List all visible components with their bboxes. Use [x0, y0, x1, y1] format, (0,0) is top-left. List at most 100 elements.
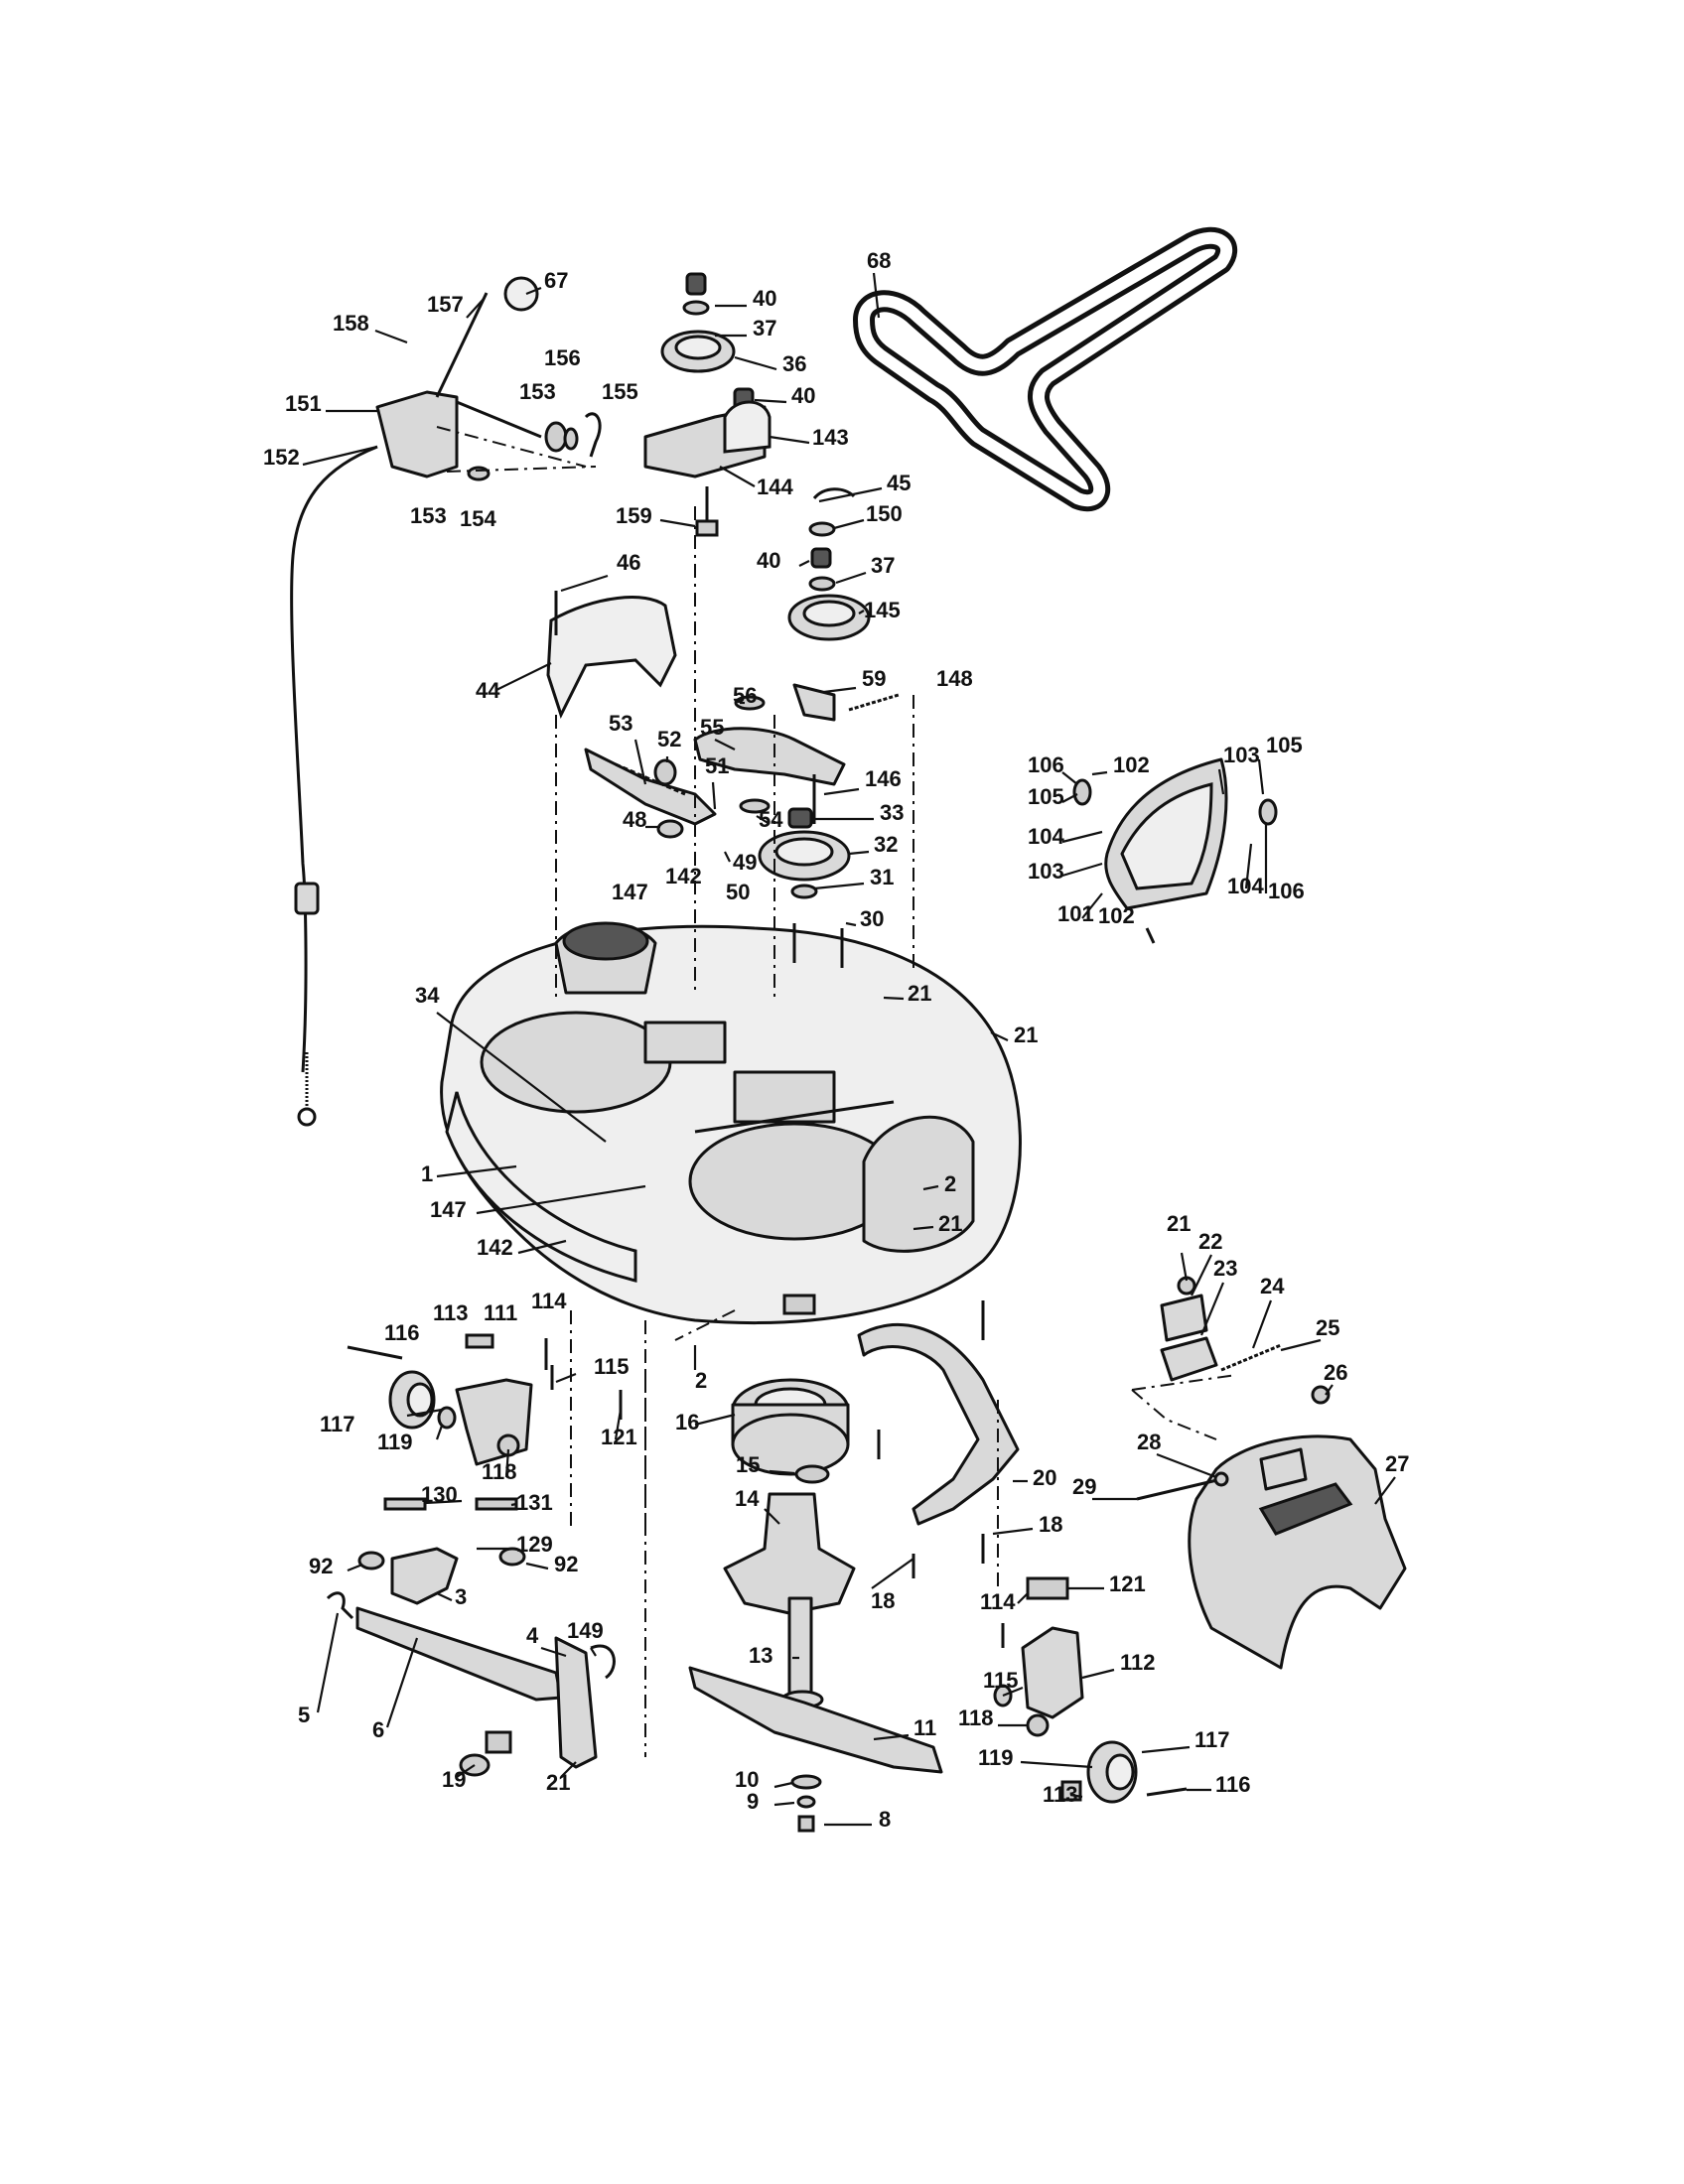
part-callout-116: 116 [384, 1320, 420, 1345]
part-callout-68: 68 [867, 248, 891, 273]
part-callout-158: 158 [333, 311, 369, 336]
part-callout-18: 18 [1039, 1512, 1062, 1537]
part-callout-130: 130 [421, 1482, 458, 1507]
part-callout-27: 27 [1385, 1451, 1409, 1476]
part-callout-67: 67 [544, 268, 568, 293]
part-callout-59: 59 [862, 666, 886, 691]
part-callout-106: 106 [1268, 879, 1305, 903]
part-callout-156: 156 [544, 345, 581, 370]
blade-spindle-assembly [688, 1378, 943, 1833]
part-callout-154: 154 [460, 506, 496, 531]
belt-guard [546, 591, 677, 719]
center-pulley-stack [787, 487, 871, 641]
part-callout-40: 40 [757, 548, 780, 573]
mower-deck-shell [440, 921, 1022, 1324]
part-callout-26: 26 [1324, 1360, 1347, 1385]
part-callout-25: 25 [1316, 1315, 1339, 1340]
part-callout-31: 31 [870, 865, 894, 889]
part-callout-142: 142 [665, 864, 702, 888]
part-callout-24: 24 [1260, 1274, 1285, 1298]
alignment-lines [436, 426, 1237, 1757]
part-callout-148: 148 [936, 666, 973, 691]
part-callout-21: 21 [1014, 1023, 1038, 1047]
part-callout-105: 105 [1028, 784, 1064, 809]
part-callout-113: 113 [1043, 1782, 1078, 1807]
part-callout-115: 115 [594, 1354, 630, 1379]
part-callout-6: 6 [372, 1717, 384, 1742]
part-callout-121: 121 [1109, 1571, 1146, 1596]
part-callout-48: 48 [623, 807, 646, 832]
part-callout-36: 36 [782, 351, 806, 376]
part-callout-92: 92 [554, 1552, 578, 1576]
part-callout-118: 118 [482, 1459, 517, 1484]
part-callout-3: 3 [455, 1584, 467, 1609]
anti-scalp-wheel-right [993, 1576, 1188, 1804]
part-callout-102: 102 [1113, 752, 1150, 777]
height-adjust-lever [290, 276, 602, 1127]
lift-link-assembly [326, 1497, 616, 1777]
part-callout-51: 51 [705, 753, 729, 778]
part-callout-131: 131 [516, 1490, 553, 1515]
part-callout-32: 32 [874, 832, 898, 857]
part-callout-112: 112 [1120, 1650, 1156, 1675]
spindle-pulley [758, 807, 851, 968]
part-callout-151: 151 [285, 391, 322, 416]
part-callout-119: 119 [377, 1430, 413, 1454]
part-callout-144: 144 [757, 475, 793, 499]
part-callout-104: 104 [1028, 824, 1064, 849]
part-callout-19: 19 [442, 1767, 466, 1792]
part-callout-142: 142 [477, 1235, 513, 1260]
part-callout-11: 11 [913, 1715, 936, 1740]
part-callout-29: 29 [1072, 1474, 1096, 1499]
part-callout-34: 34 [415, 983, 440, 1008]
part-callout-40: 40 [753, 286, 776, 311]
part-callout-145: 145 [864, 598, 901, 622]
part-callout-4: 4 [526, 1623, 539, 1648]
part-callout-155: 155 [602, 379, 638, 404]
part-callout-2: 2 [944, 1171, 956, 1196]
part-callout-49: 49 [733, 850, 757, 875]
part-callout-22: 22 [1198, 1229, 1222, 1254]
part-callout-28: 28 [1137, 1430, 1161, 1454]
hanger-bracket [857, 1300, 1020, 1578]
part-callout-105: 105 [1266, 733, 1303, 757]
part-callout-129: 129 [516, 1532, 553, 1557]
part-callout-30: 30 [860, 906, 884, 931]
part-callout-52: 52 [657, 727, 681, 751]
part-callout-21: 21 [546, 1770, 570, 1795]
part-callout-55: 55 [700, 715, 724, 740]
part-callout-8: 8 [879, 1807, 891, 1832]
part-callout-147: 147 [430, 1197, 467, 1222]
deflector-shield [1072, 757, 1278, 944]
part-callout-115: 115 [983, 1668, 1019, 1693]
part-callout-150: 150 [866, 501, 903, 526]
part-callout-53: 53 [609, 711, 632, 736]
part-callout-10: 10 [735, 1767, 759, 1792]
part-callout-54: 54 [759, 807, 783, 832]
part-callout-147: 147 [612, 880, 648, 904]
part-callout-46: 46 [617, 550, 640, 575]
part-callout-2: 2 [695, 1368, 707, 1393]
part-callout-44: 44 [476, 678, 500, 703]
part-callout-116: 116 [1215, 1772, 1251, 1797]
idler-pulley-assembly [643, 272, 772, 537]
part-callout-118: 118 [958, 1706, 994, 1730]
part-callout-102: 102 [1098, 903, 1135, 928]
part-callout-149: 149 [567, 1618, 604, 1643]
idler-arm-assembly [584, 683, 900, 839]
part-callout-159: 159 [616, 503, 652, 528]
part-callout-152: 152 [263, 445, 300, 470]
part-callout-18: 18 [871, 1588, 895, 1613]
part-callout-15: 15 [736, 1452, 760, 1477]
part-callout-106: 106 [1028, 752, 1064, 777]
part-callout-50: 50 [726, 880, 750, 904]
part-callout-111: 111 [484, 1300, 517, 1325]
part-callout-9: 9 [747, 1789, 759, 1814]
part-callout-157: 157 [427, 292, 464, 317]
part-callout-146: 146 [865, 766, 902, 791]
part-callout-37: 37 [753, 316, 776, 341]
part-callout-16: 16 [675, 1410, 699, 1434]
deck-hood [1136, 1276, 1407, 1670]
